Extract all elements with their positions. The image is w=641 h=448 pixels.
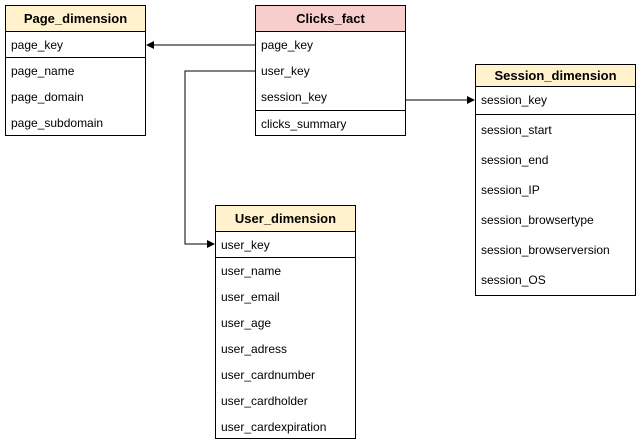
clicks-fact-header: Clicks_fact xyxy=(256,6,405,32)
clicks-fact-keys: page_key user_key session_key xyxy=(256,32,405,111)
session-dimension-attribute[interactable]: session_browsertype xyxy=(481,213,594,227)
clicks-fact-key[interactable]: session_key xyxy=(261,90,328,104)
session-dimension-table[interactable]: Session_dimension session_key session_st… xyxy=(475,64,636,296)
user-dimension-attribute[interactable]: user_age xyxy=(221,316,272,330)
session-dimension-attribute[interactable]: session_IP xyxy=(481,183,540,197)
session-dimension-attribute[interactable]: session_start xyxy=(481,123,552,137)
clicks-fact-key[interactable]: user_key xyxy=(261,64,310,78)
page-dimension-header: Page_dimension xyxy=(6,6,145,32)
user-dimension-attribute[interactable]: user_adress xyxy=(221,342,288,356)
user-dimension-attribute[interactable]: user_cardexpiration xyxy=(221,420,327,434)
user-dimension-attribute[interactable]: user_name xyxy=(221,264,282,278)
user-dimension-attribute[interactable]: user_email xyxy=(221,290,280,304)
user-dimension-header: User_dimension xyxy=(216,206,355,232)
edge-user-key xyxy=(184,70,255,248)
session-dimension-header: Session_dimension xyxy=(476,65,635,87)
page-dimension-key[interactable]: page_key xyxy=(6,32,145,58)
session-dimension-attribute[interactable]: session_end xyxy=(481,153,549,167)
user-dimension-attribute[interactable]: user_cardholder xyxy=(221,394,308,408)
page-dimension-attribute[interactable]: page_subdomain xyxy=(11,116,104,130)
session-dimension-attribute[interactable]: session_browserversion xyxy=(481,243,610,257)
session-dimension-attribute[interactable]: session_OS xyxy=(481,273,546,287)
page-dimension-table[interactable]: Page_dimension page_key page_name page_d… xyxy=(5,5,146,136)
user-dimension-table[interactable]: User_dimension user_key user_name user_e… xyxy=(215,205,356,439)
clicks-fact-attribute[interactable]: clicks_summary xyxy=(261,117,347,131)
user-dimension-attribute[interactable]: user_cardnumber xyxy=(221,368,316,382)
session-dimension-key[interactable]: session_key xyxy=(476,87,635,115)
clicks-fact-table[interactable]: Clicks_fact page_key user_key session_ke… xyxy=(255,5,406,136)
page-dimension-attribute[interactable]: page_domain xyxy=(11,90,84,104)
page-dimension-attribute[interactable]: page_name xyxy=(11,64,75,78)
clicks-fact-key[interactable]: page_key xyxy=(261,38,314,52)
user-dimension-key[interactable]: user_key xyxy=(216,232,355,258)
